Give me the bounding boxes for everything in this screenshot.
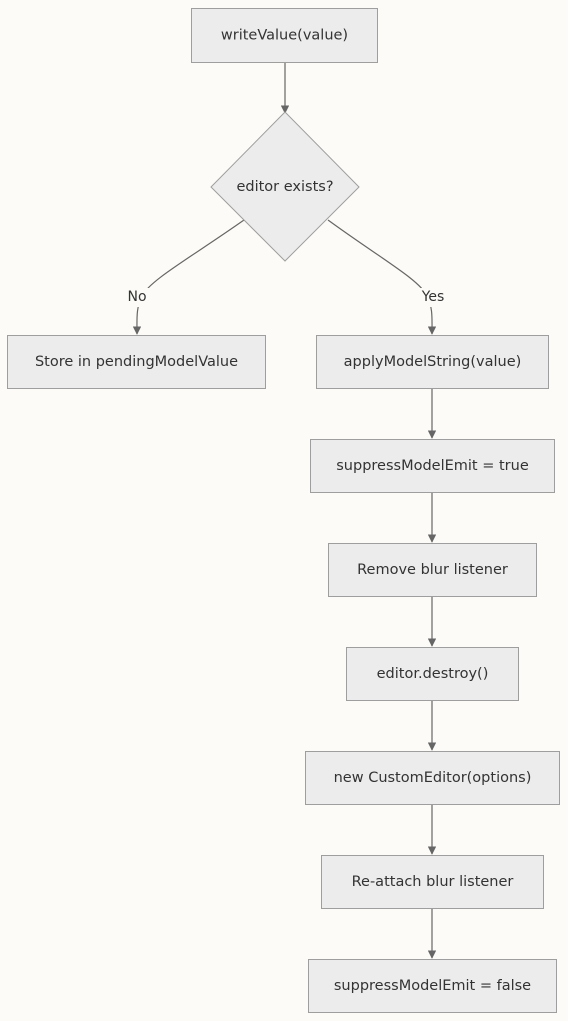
node-new-editor: new CustomEditor(options)	[305, 751, 560, 805]
node-apply-model: applyModelString(value)	[316, 335, 549, 389]
apply-model-box	[316, 335, 549, 389]
suppress-true-text: suppressModelEmit = true	[336, 458, 529, 474]
destroy-text: editor.destroy()	[377, 666, 489, 682]
new-editor-box	[305, 751, 560, 805]
reattach-blur-box	[321, 855, 544, 909]
edge-decision-to-apply-model	[327, 219, 437, 335]
node-reattach-blur: Re-attach blur listener	[321, 855, 544, 909]
node-suppress-true: suppressModelEmit = true	[310, 439, 555, 493]
edge-label-yes: Yes	[421, 289, 445, 305]
store-pending-text: Store in pendingModelValue	[35, 354, 238, 370]
reattach-blur-text: Re-attach blur listener	[352, 874, 514, 890]
remove-blur-box	[328, 543, 537, 597]
suppress-false-text: suppressModelEmit = false	[334, 978, 531, 994]
node-editor-exists: editor exists?	[210, 111, 360, 262]
node-remove-blur: Remove blur listener	[328, 543, 537, 597]
store-pending-box	[7, 335, 266, 389]
destroy-box	[346, 647, 519, 701]
apply-model-text: applyModelString(value)	[344, 354, 522, 370]
write-value-box	[191, 8, 378, 63]
suppress-true-box	[310, 439, 555, 493]
editor-exists-diamond	[210, 111, 360, 262]
write-value-text: writeValue(value)	[221, 28, 348, 44]
node-destroy: editor.destroy()	[346, 647, 519, 701]
yes-label-bg	[418, 288, 448, 307]
remove-blur-text: Remove blur listener	[357, 562, 508, 578]
edge-labels: No Yes	[125, 288, 448, 307]
no-label-bg	[125, 288, 149, 307]
suppress-false-box	[308, 959, 557, 1013]
new-editor-text: new CustomEditor(options)	[334, 770, 532, 786]
editor-exists-text: editor exists?	[236, 179, 333, 195]
edge-label-no: No	[127, 289, 146, 305]
node-store-pending: Store in pendingModelValue	[7, 335, 266, 389]
edge-decision-to-store-pending	[132, 219, 245, 335]
node-write-value: writeValue(value)	[191, 8, 378, 63]
node-suppress-false: suppressModelEmit = false	[308, 959, 557, 1013]
